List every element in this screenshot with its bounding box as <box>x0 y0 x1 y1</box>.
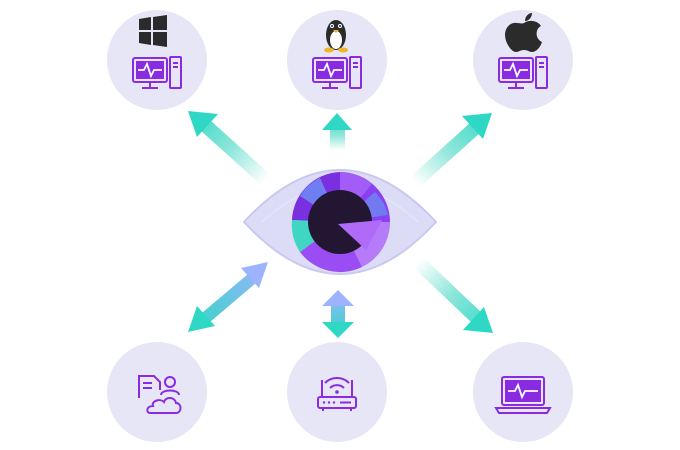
node-macos <box>473 10 573 110</box>
desktop-computer-icon <box>132 56 182 89</box>
windows-logo-icon <box>139 15 167 47</box>
wifi-router-icon <box>317 377 357 411</box>
arrow-to-laptop <box>413 256 493 333</box>
central-eye-logo-icon <box>242 169 438 275</box>
arrow-cloud-user-bidirectional <box>188 262 268 332</box>
node-laptop <box>473 342 573 442</box>
desktop-computer-icon <box>498 56 548 89</box>
node-router <box>287 342 387 442</box>
desktop-computer-icon <box>312 56 362 89</box>
node-windows <box>107 10 207 110</box>
arrow-to-macos <box>410 113 492 188</box>
node-cloud-user <box>107 342 207 442</box>
logo-pointer <box>338 220 382 250</box>
node-linux <box>287 10 387 110</box>
arrow-router-bidirectional <box>322 290 354 338</box>
linux-penguin-icon <box>324 20 348 53</box>
arrow-to-linux <box>322 113 352 152</box>
apple-logo-icon <box>505 13 542 52</box>
laptop-icon <box>494 376 552 414</box>
cloud-user-document-icon <box>138 375 182 414</box>
arrow-to-windows <box>188 111 271 186</box>
